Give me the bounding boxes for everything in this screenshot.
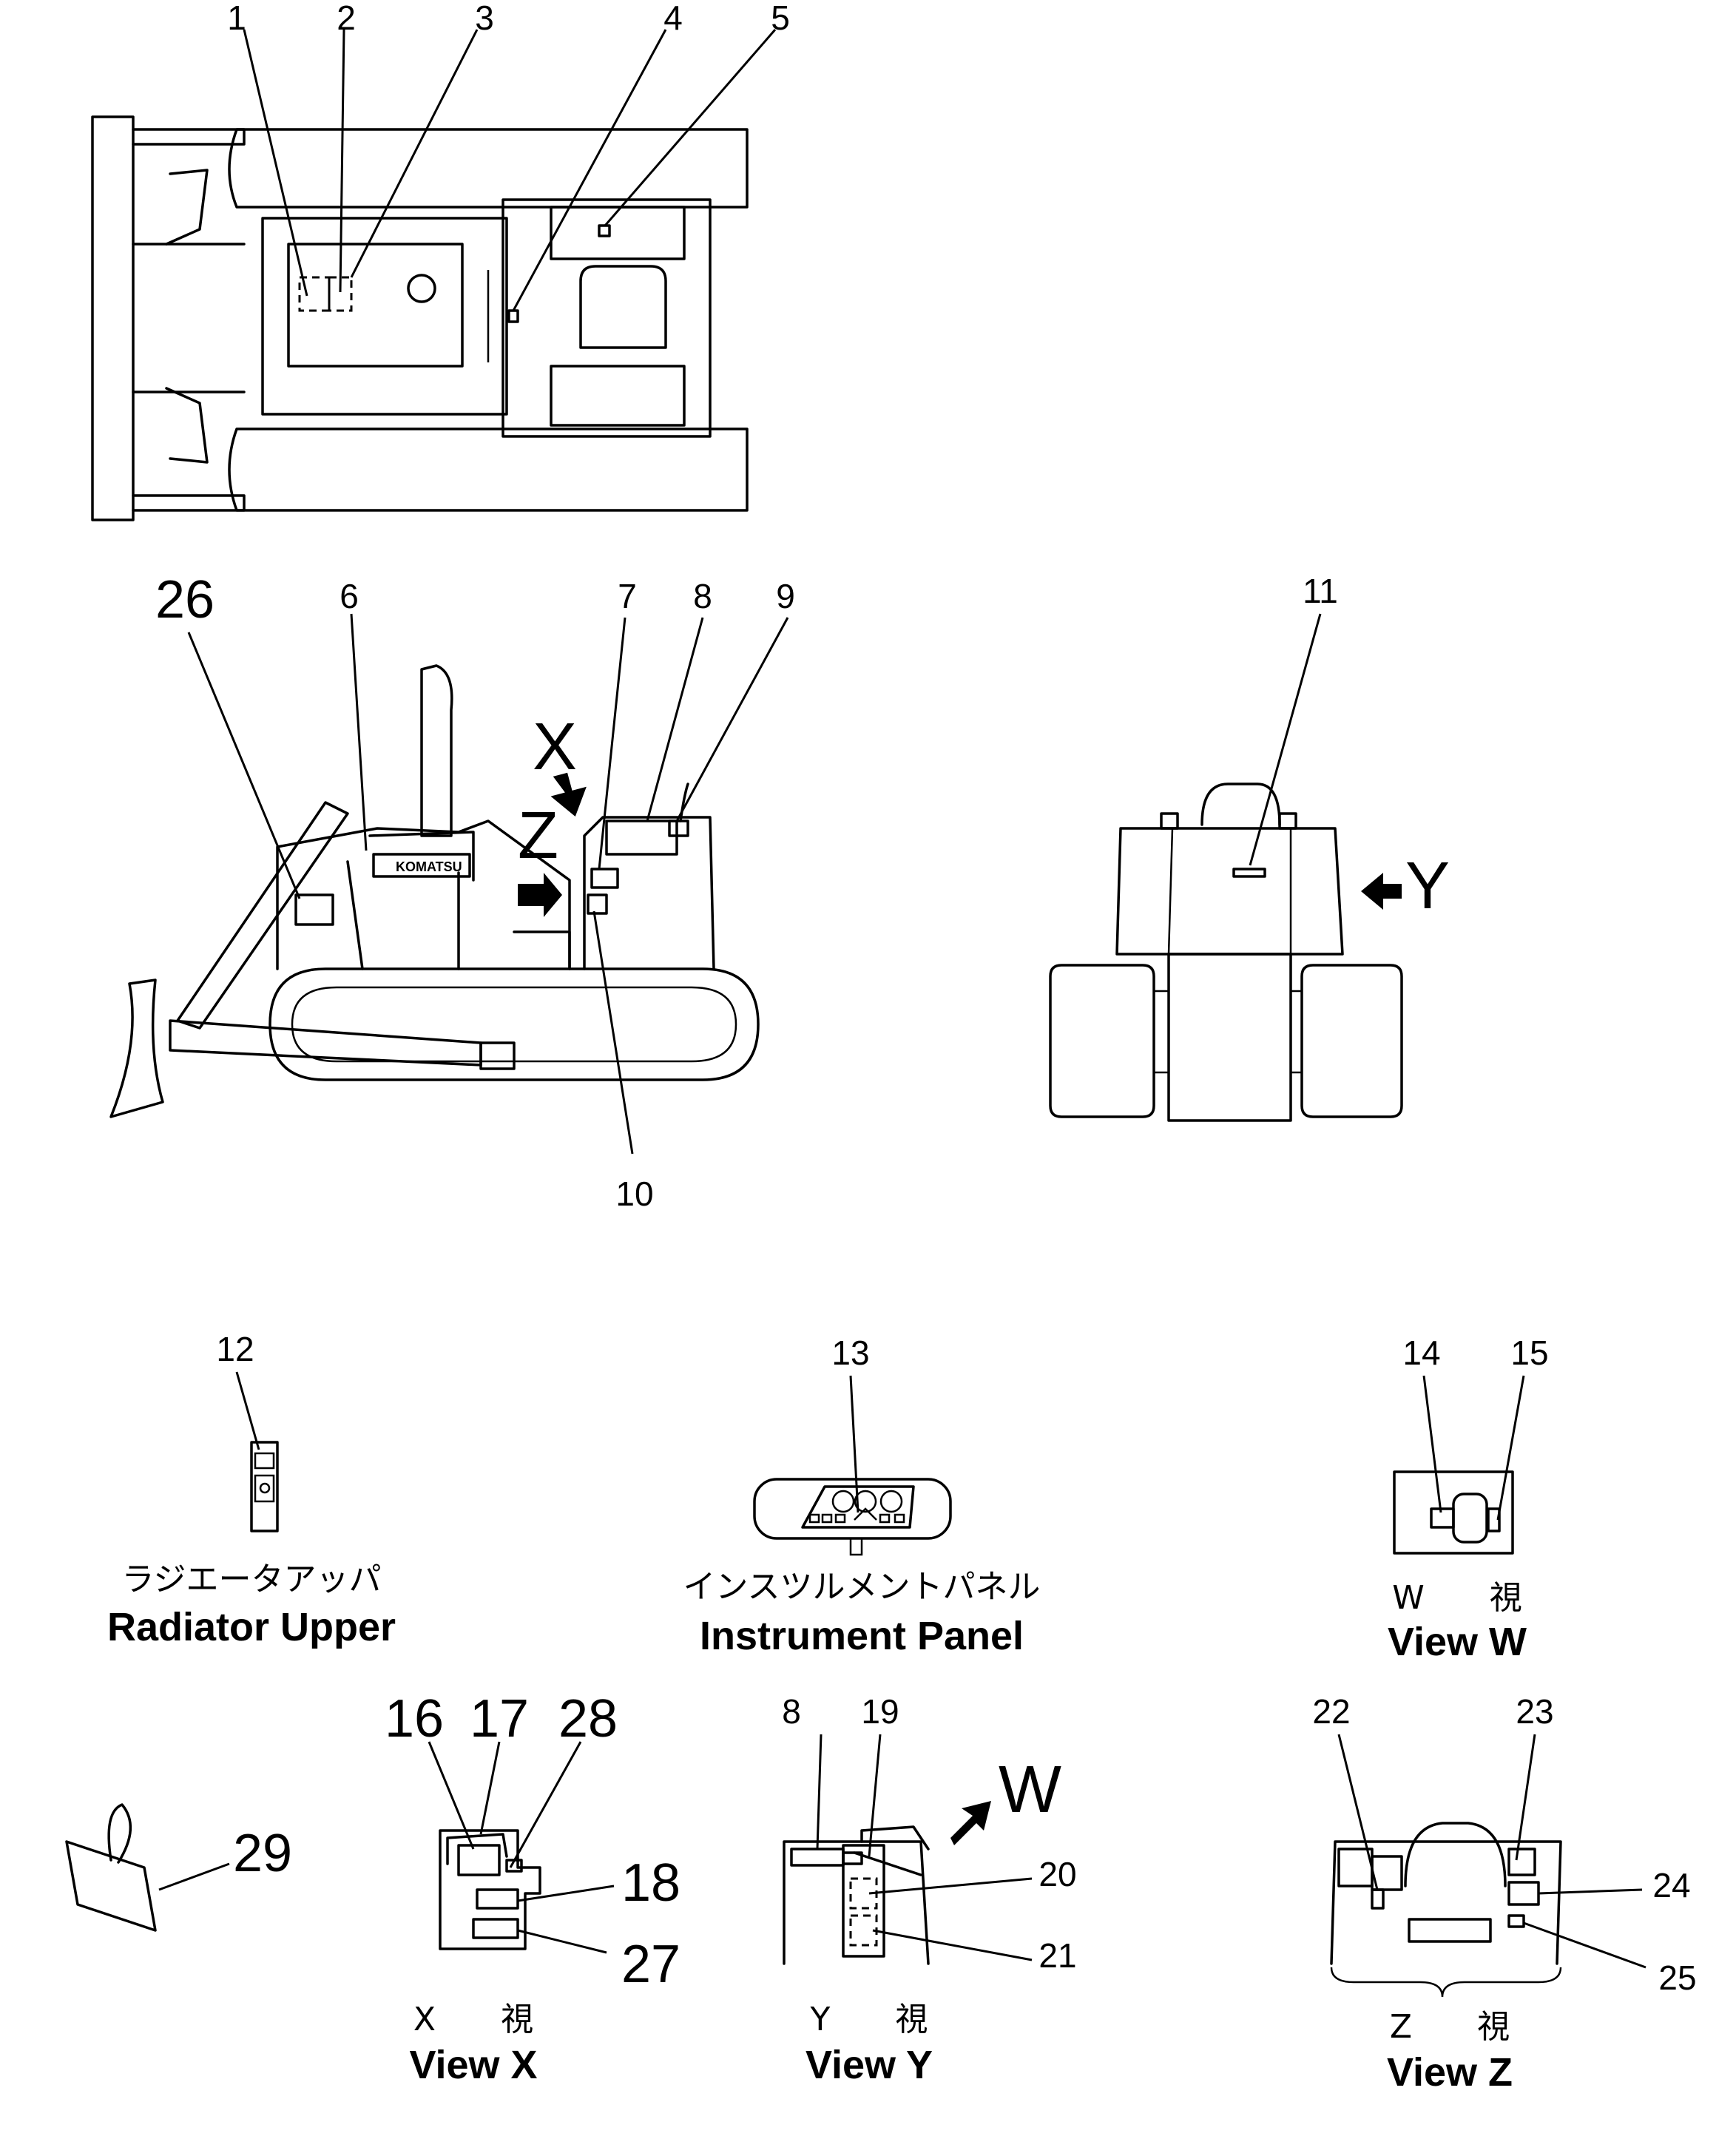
callout-15: 15	[1510, 1334, 1548, 1372]
top-view-drawing	[91, 115, 749, 521]
callout-24: 24	[1652, 1866, 1690, 1904]
radiator-caption-jp: ラジエータアッパ	[121, 1561, 381, 1598]
marker-y: Y	[1405, 849, 1450, 923]
radiator-upper-drawing	[235, 1371, 279, 1532]
view-z-caption-en: View Z	[1387, 2050, 1513, 2095]
callout-8-view-y: 8	[782, 1692, 801, 1731]
callout-1: 1	[227, 0, 246, 37]
callout-16: 16	[385, 1689, 444, 1748]
view-y-caption-jp: Y 視	[810, 2001, 928, 2038]
callout-27: 27	[621, 1935, 680, 1994]
callout-9: 9	[776, 577, 795, 615]
komatsu-badge: KOMATSU	[396, 859, 462, 874]
callout-18: 18	[621, 1853, 680, 1913]
view-w-caption-jp: W 視	[1392, 1579, 1522, 1617]
instrument-caption-en: Instrument Panel	[700, 1614, 1024, 1658]
callout-21: 21	[1038, 1936, 1076, 1975]
arrow-x-icon	[550, 772, 587, 817]
tag-29-drawing	[65, 1803, 230, 1932]
view-z-drawing	[1330, 1734, 1647, 1998]
view-x-drawing	[428, 1741, 615, 1954]
callout-14: 14	[1402, 1334, 1440, 1372]
callout-20: 20	[1038, 1855, 1076, 1893]
radiator-caption-en: Radiator Upper	[107, 1605, 396, 1649]
callout-8: 8	[693, 577, 712, 615]
callout-17: 17	[470, 1689, 529, 1748]
callout-11: 11	[1303, 572, 1338, 610]
callout-13: 13	[831, 1334, 869, 1372]
view-x-caption-jp: X 視	[413, 2001, 533, 2038]
callout-23: 23	[1516, 1692, 1553, 1731]
instrument-caption-jp: インスツルメントパネル	[683, 1568, 1040, 1606]
top-view-leaders	[243, 29, 777, 311]
marker-w: W	[999, 1753, 1061, 1827]
callout-7: 7	[618, 577, 637, 615]
instrument-panel-drawing	[753, 1375, 952, 1556]
marker-x: X	[533, 710, 577, 784]
view-w-drawing	[1393, 1375, 1525, 1555]
view-y-drawing	[783, 1734, 1033, 1965]
view-z-caption-jp: Z 視	[1390, 2008, 1510, 2046]
callout-29: 29	[233, 1824, 292, 1883]
marker-z: Z	[518, 799, 558, 873]
view-x-caption-en: View X	[409, 2043, 537, 2087]
callout-4: 4	[663, 0, 683, 37]
callout-22: 22	[1312, 1692, 1350, 1731]
callout-2: 2	[337, 0, 356, 37]
callout-28: 28	[558, 1689, 618, 1748]
arrow-z-icon	[518, 873, 562, 917]
callout-12: 12	[216, 1330, 254, 1368]
callout-19: 19	[861, 1692, 899, 1731]
callout-3: 3	[475, 0, 494, 37]
callout-26: 26	[155, 570, 215, 629]
rear-view-drawing	[1049, 613, 1403, 1122]
side-view-leaders	[187, 613, 789, 1155]
arrow-w-icon	[950, 1801, 991, 1845]
view-w-caption-en: View W	[1388, 1620, 1527, 1664]
callout-25: 25	[1658, 1958, 1696, 1997]
callout-6: 6	[340, 577, 359, 615]
side-view-drawing: KOMATSU	[109, 664, 760, 1118]
callout-10: 10	[615, 1174, 653, 1213]
view-y-caption-en: View Y	[805, 2043, 933, 2087]
callout-5: 5	[771, 0, 790, 37]
arrow-y-icon	[1361, 873, 1402, 910]
view-arrows-side	[518, 772, 587, 917]
